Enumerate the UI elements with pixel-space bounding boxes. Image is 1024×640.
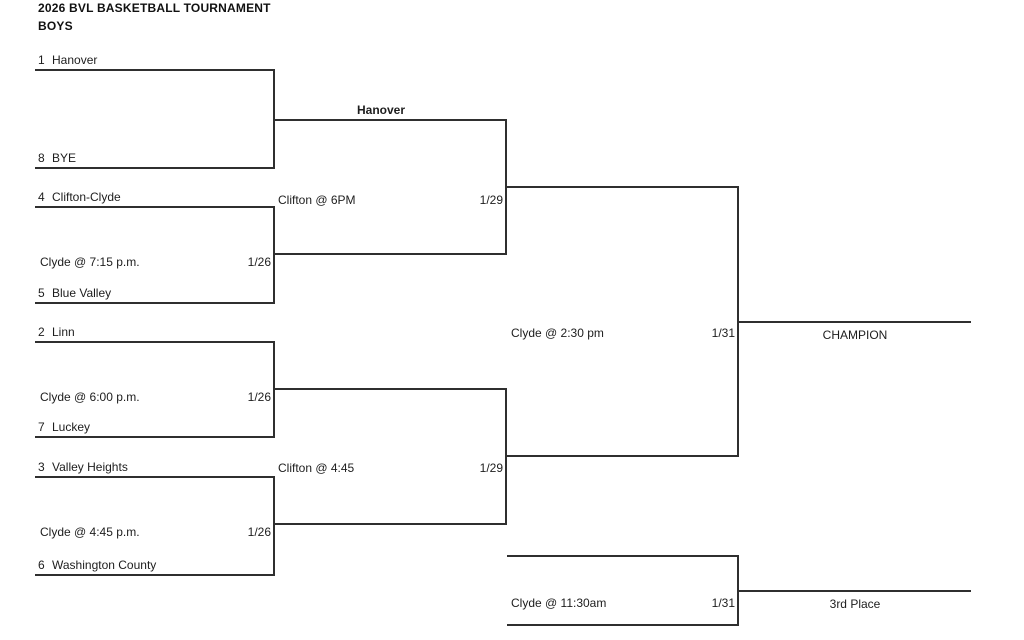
r1g3-vertical-line [273,341,275,438]
r1g4-bottom-line [35,574,275,576]
team-name: BYE [52,151,77,165]
game-location-time: Clyde @ 4:45 p.m. [40,525,140,539]
r1g4-vertical-line [273,476,275,576]
team-label: 2 Linn [38,325,75,339]
r1g1-vertical-line [273,69,275,169]
final-vertical-line [737,186,739,457]
game-location-time: Clifton @ 4:45 [278,461,355,475]
game-location-time: Clyde @ 11:30am [511,596,607,610]
seed-number: 1 [38,53,45,67]
team-label: 1 Hanover [38,53,97,67]
advancing-team-label: Hanover [356,103,406,117]
r1g1-winner-line [275,119,507,121]
third-place-slot-label: 3rd Place [829,597,881,611]
sf1-vertical-line [505,119,507,255]
r1g1-bottom-line [35,167,275,169]
team-label: 6 Washington County [38,558,156,572]
champion-slot-label: CHAMPION [822,328,888,342]
r1g2-bottom-line [35,302,275,304]
third-place-bottom-line [507,624,739,626]
r1g2-vertical-line [273,206,275,304]
r1g2-top-line [35,206,275,208]
game-location-time: Clyde @ 2:30 pm [511,326,604,340]
team-label: 3 Valley Heights [38,460,128,474]
r1g4-top-line [35,476,275,478]
game-info-row: Clyde @ 11:30am 1/31 [511,596,735,610]
game-date: 1/26 [247,390,271,404]
team-name: Clifton-Clyde [52,190,121,204]
r1g4-winner-line [275,523,507,525]
third-place-vertical-line [737,555,739,626]
team-label: 8 BYE [38,151,76,165]
team-label: 5 Blue Valley [38,286,111,300]
game-location-time: Clyde @ 7:15 p.m. [40,255,140,269]
team-label: 4 Clifton-Clyde [38,190,121,204]
game-date: 1/31 [711,326,735,340]
seed-number: 4 [38,190,45,204]
game-location-time: Clyde @ 6:00 p.m. [40,390,140,404]
sf1-winner-line [507,186,739,188]
game-info-row: Clyde @ 7:15 p.m. 1/26 [40,255,271,269]
champion-line [739,321,971,323]
game-info-row: Clyde @ 4:45 p.m. 1/26 [40,525,271,539]
r1g2-winner-line [275,253,507,255]
page-title: 2026 BVL BASKETBALL TOURNAMENT [38,1,271,15]
third-place-winner-line [739,590,971,592]
game-date: 1/31 [711,596,735,610]
seed-number: 8 [38,151,45,165]
seed-number: 3 [38,460,45,474]
team-label: 7 Luckey [38,420,90,434]
game-date: 1/26 [247,255,271,269]
game-info-row: Clifton @ 6PM 1/29 [278,193,503,207]
game-date: 1/26 [247,525,271,539]
team-name: Washington County [52,558,157,572]
game-info-row: Clifton @ 4:45 1/29 [278,461,503,475]
seed-number: 6 [38,558,45,572]
team-name: Valley Heights [52,460,128,474]
r1g3-top-line [35,341,275,343]
seed-number: 2 [38,325,45,339]
game-date: 1/29 [479,193,503,207]
game-info-row: Clyde @ 2:30 pm 1/31 [511,326,735,340]
team-name: Linn [52,325,75,339]
seed-number: 7 [38,420,45,434]
sf2-vertical-line [505,388,507,525]
page-subtitle: BOYS [38,19,73,33]
team-name: Luckey [52,420,91,434]
r1g3-winner-line [275,388,507,390]
team-name: Hanover [52,53,98,67]
team-name: Blue Valley [52,286,112,300]
r1g3-bottom-line [35,436,275,438]
r1g1-top-line [35,69,275,71]
game-date: 1/29 [479,461,503,475]
sf2-winner-line [507,455,739,457]
seed-number: 5 [38,286,45,300]
game-location-time: Clifton @ 6PM [278,193,356,207]
third-place-top-line [507,555,739,557]
game-info-row: Clyde @ 6:00 p.m. 1/26 [40,390,271,404]
